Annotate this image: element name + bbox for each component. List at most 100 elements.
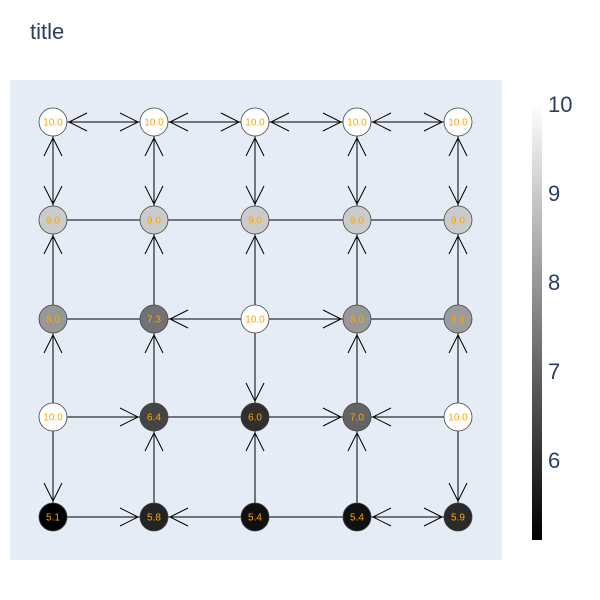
node-3-3 — [342, 402, 372, 432]
edge-arrowhead-1-start — [168, 112, 189, 132]
edge-arrowhead-1-end — [220, 112, 241, 132]
node-label-1-3: 9.0 — [350, 216, 364, 227]
edge-arrowhead-36-end — [119, 507, 140, 527]
node-4-4 — [443, 502, 473, 532]
node-2-3 — [342, 304, 372, 334]
node-label-4-4: 5.9 — [451, 513, 465, 524]
edge-arrowhead-39-start — [371, 507, 392, 527]
edge-arrowhead-2-start — [269, 112, 290, 132]
node-2-0 — [38, 304, 68, 334]
node-label-1-2: 9.0 — [248, 216, 262, 227]
node-label-3-0: 10.0 — [43, 413, 63, 424]
edge-arrowhead-39-end — [423, 507, 444, 527]
colorbar-tick-label-4: 6 — [548, 448, 560, 473]
edge-arrowhead-32-end — [144, 431, 164, 452]
node-label-1-1: 9.0 — [147, 216, 161, 227]
node-label-3-1: 6.4 — [147, 413, 161, 424]
edge-arrowhead-24-end — [245, 382, 265, 403]
node-label-2-3: 8.0 — [350, 315, 364, 326]
chart-title: title — [30, 19, 65, 44]
node-label-3-4: 10.0 — [448, 413, 468, 424]
node-4-0 — [38, 502, 68, 532]
edge-arrowhead-8-start — [448, 136, 468, 157]
node-label-1-0: 9.0 — [46, 216, 60, 227]
node-4-3 — [342, 502, 372, 532]
colorbar-ticks: 10 9 8 7 6 — [548, 92, 572, 473]
edge-arrowhead-34-end — [347, 431, 367, 452]
colorbar-gradient — [532, 104, 542, 540]
edge-arrowhead-5-start — [144, 136, 164, 157]
edge-arrowhead-4-end — [43, 185, 63, 206]
edge-arrowhead-27-end — [119, 407, 140, 427]
edge-arrowhead-31-end — [43, 482, 63, 503]
edge-arrowhead-35-end — [448, 482, 468, 503]
node-1-0 — [38, 205, 68, 235]
node-label-4-2: 5.4 — [248, 513, 262, 524]
edge-arrowhead-15-end — [245, 234, 265, 255]
edge-arrowhead-0-end — [119, 112, 140, 132]
edge-arrowhead-4-start — [43, 136, 63, 157]
node-label-3-3: 7.0 — [350, 413, 364, 424]
node-label-4-3: 5.4 — [350, 513, 364, 524]
edge-arrowhead-19-end — [168, 309, 189, 329]
node-0-3 — [342, 107, 372, 137]
edge-arrowhead-3-end — [423, 112, 444, 132]
node-0-2 — [240, 107, 270, 137]
node-0-1 — [139, 107, 169, 137]
node-1-3 — [342, 205, 372, 235]
edge-arrowhead-6-start — [245, 136, 265, 157]
edge-arrowhead-25-end — [347, 333, 367, 354]
node-3-0 — [38, 402, 68, 432]
node-label-4-0: 5.1 — [46, 513, 60, 524]
edge-arrowhead-6-end — [245, 185, 265, 206]
edge-arrowhead-29-end — [322, 407, 343, 427]
node-label-0-3: 10.0 — [347, 118, 367, 129]
edge-arrowhead-16-end — [347, 234, 367, 255]
node-label-0-4: 10.0 — [448, 118, 468, 129]
edge-arrowhead-0-start — [67, 112, 88, 132]
edge-arrowhead-20-end — [322, 309, 343, 329]
colorbar: 10 9 8 7 6 — [532, 92, 572, 540]
node-2-4 — [443, 304, 473, 334]
edge-arrowhead-17-end — [448, 234, 468, 255]
node-label-4-1: 5.8 — [147, 513, 161, 524]
nodes-layer: 10.0 10.0 10.0 10.0 10.0 9.0 9.0 9.0 9.0 9.0 8.0 7.… — [38, 107, 473, 532]
edge-arrowhead-22-end — [43, 333, 63, 354]
node-label-2-0: 8.0 — [46, 315, 60, 326]
node-1-1 — [139, 205, 169, 235]
node-label-3-2: 6.0 — [248, 413, 262, 424]
node-2-1 — [139, 304, 169, 334]
edge-arrowhead-33-end — [245, 431, 265, 452]
edge-arrowhead-23-end — [144, 333, 164, 354]
node-1-4 — [443, 205, 473, 235]
node-label-0-2: 10.0 — [245, 118, 265, 129]
node-4-2 — [240, 502, 270, 532]
edge-arrowhead-5-end — [144, 185, 164, 206]
edge-arrowhead-7-start — [347, 136, 367, 157]
edge-arrowhead-37-end — [168, 507, 189, 527]
edge-arrowhead-30-end — [371, 407, 392, 427]
colorbar-tick-label-0: 10 — [548, 92, 572, 117]
node-0-0 — [38, 107, 68, 137]
edge-arrowhead-2-end — [322, 112, 343, 132]
node-3-2 — [240, 402, 270, 432]
node-3-4 — [443, 402, 473, 432]
edge-arrowhead-13-end — [43, 234, 63, 255]
edge-arrowhead-8-end — [448, 185, 468, 206]
edge-arrowhead-26-end — [448, 333, 468, 354]
edges-layer — [43, 112, 468, 527]
colorbar-tick-label-2: 8 — [548, 270, 560, 295]
node-3-1 — [139, 402, 169, 432]
edge-arrowhead-7-end — [347, 185, 367, 206]
edge-arrowhead-14-end — [144, 234, 164, 255]
node-label-2-1: 7.3 — [147, 315, 161, 326]
node-label-1-4: 9.0 — [451, 216, 465, 227]
node-2-2 — [240, 304, 270, 334]
node-label-2-2: 10.0 — [245, 315, 265, 326]
node-4-1 — [139, 502, 169, 532]
node-0-4 — [443, 107, 473, 137]
colorbar-tick-label-1: 9 — [548, 181, 560, 206]
colorbar-tick-label-3: 7 — [548, 359, 560, 384]
node-label-0-1: 10.0 — [144, 118, 164, 129]
